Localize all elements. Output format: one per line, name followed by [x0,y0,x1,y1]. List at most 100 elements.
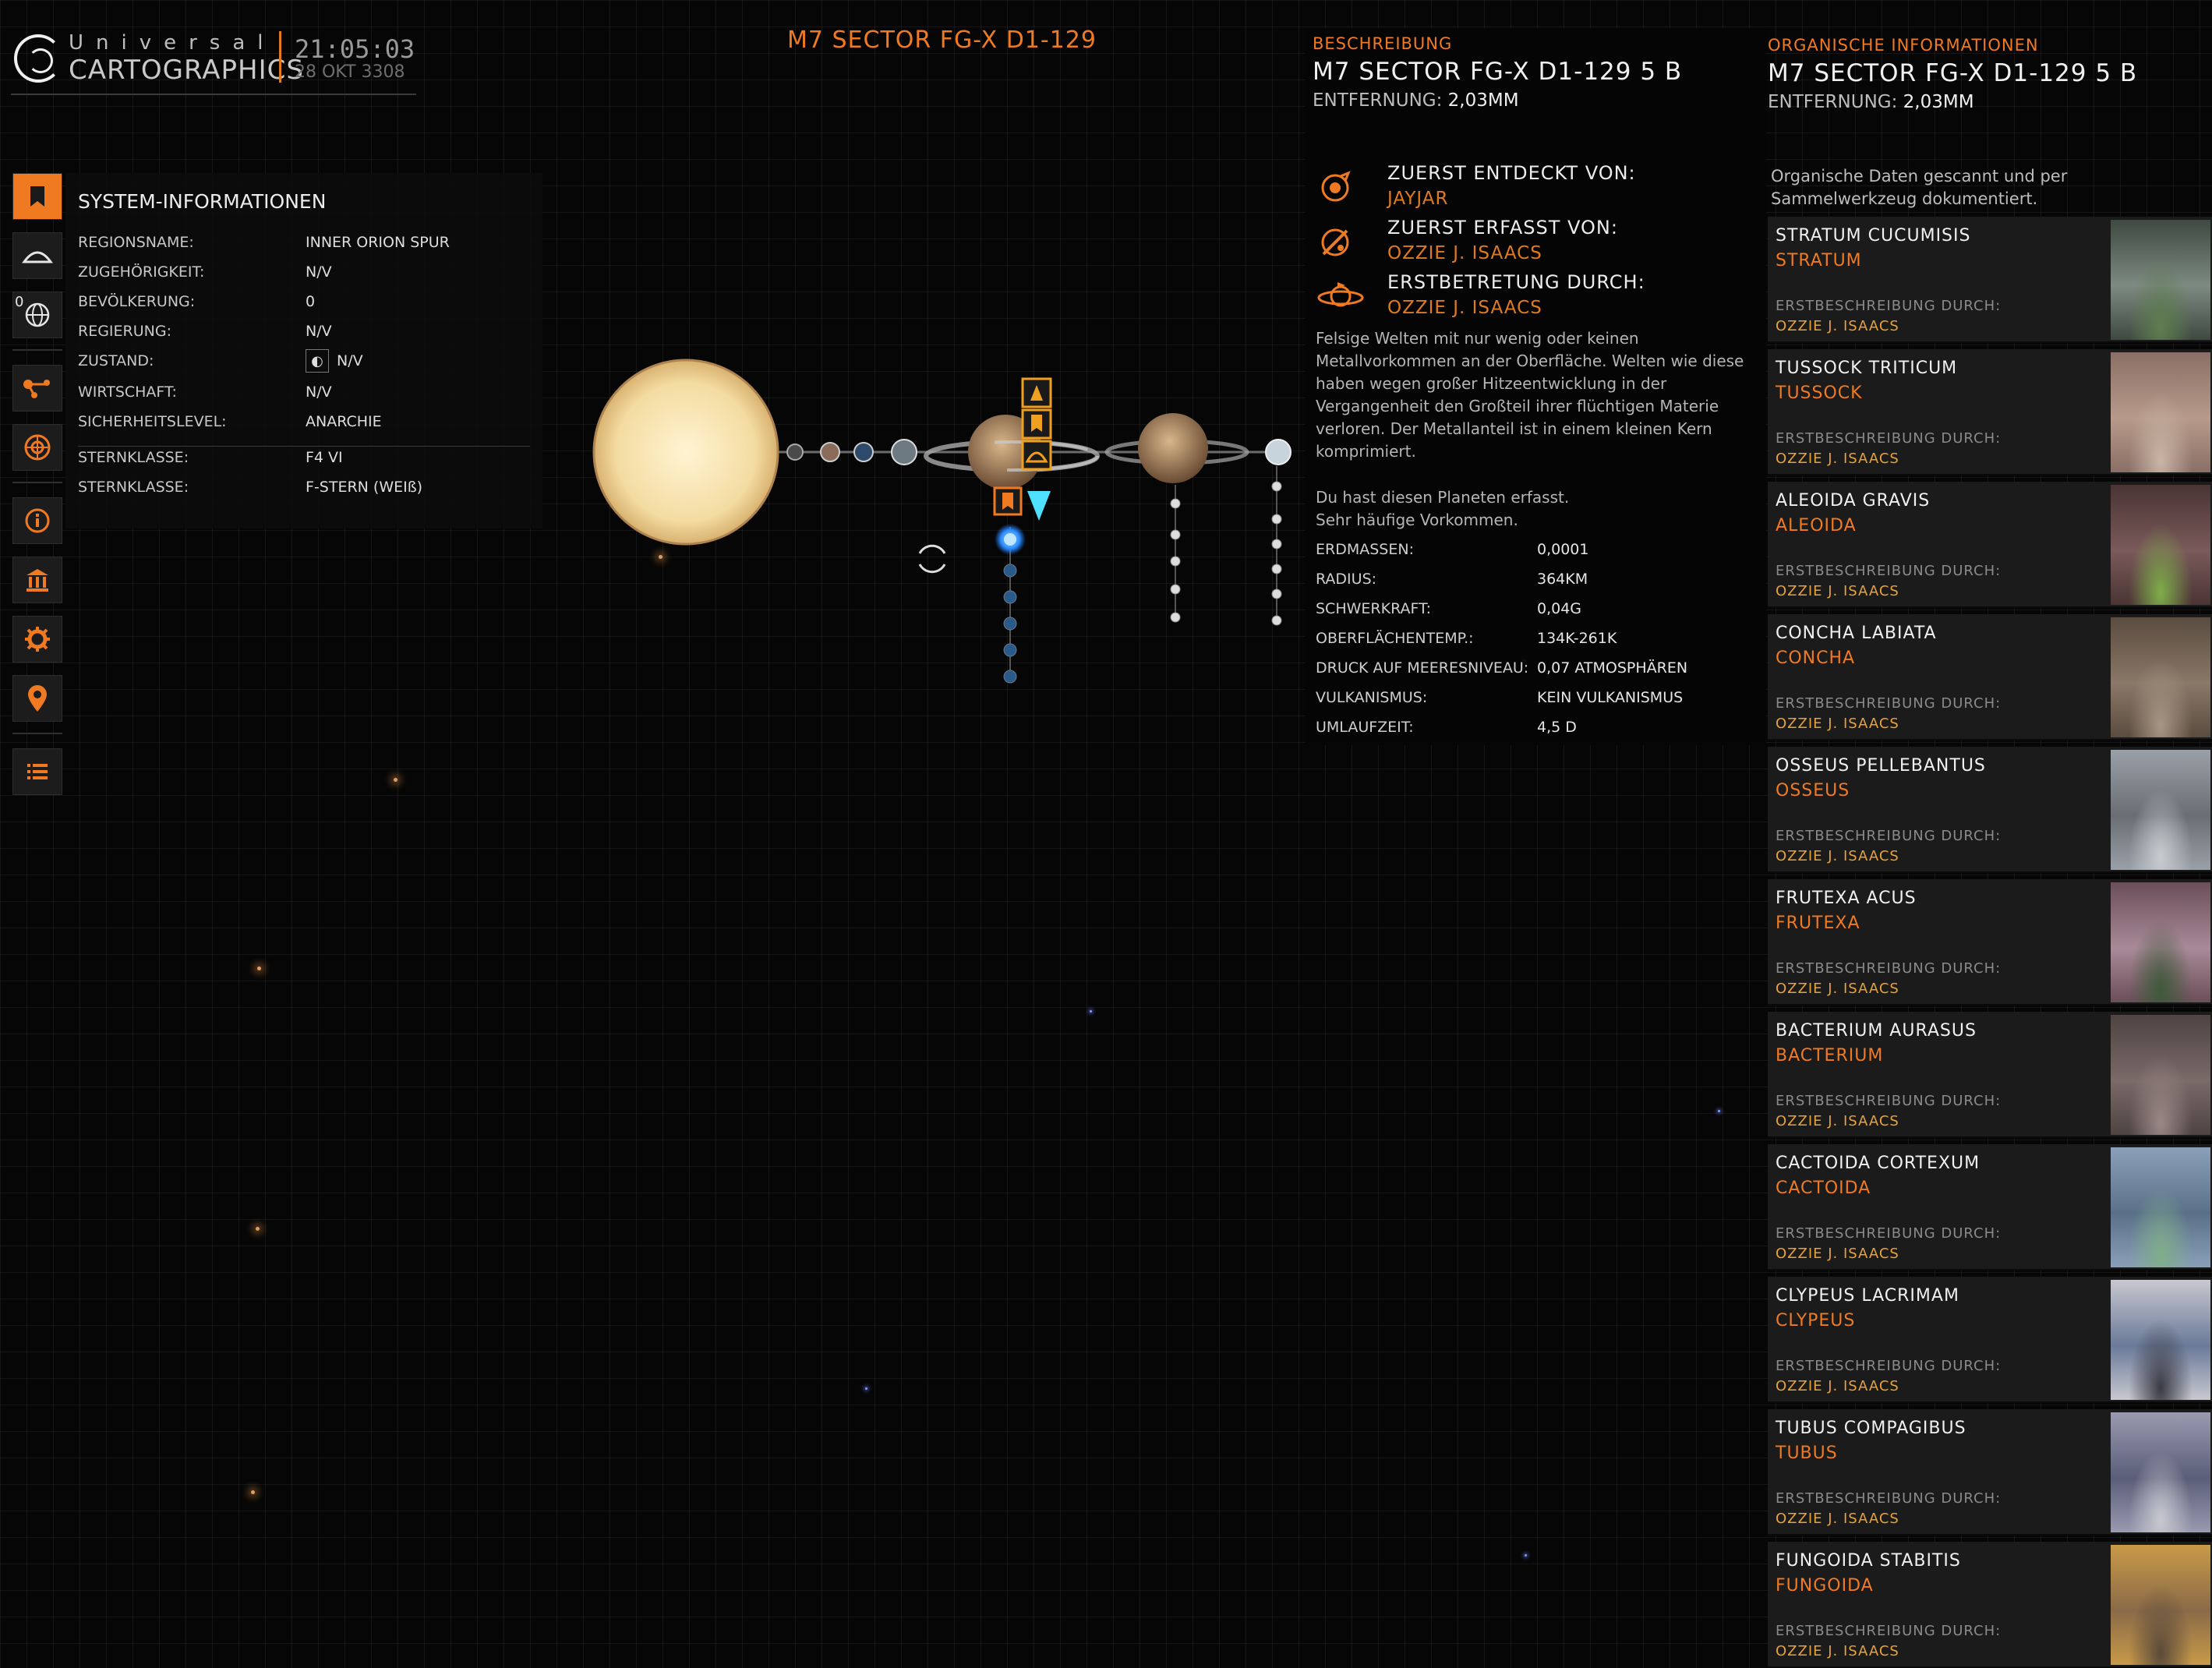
first-description-label: ERSTBESCHREIBUNG DURCH: [1776,1225,2002,1242]
sys-row-key: REGIONSNAME: [78,234,194,251]
first-mapped-row: ZUERST ERFASST VON: OZZIE J. ISAACS [1313,217,1749,268]
species-name: STRATUM CUCUMISIS [1776,226,1971,246]
species-genus: ALEOIDA [1776,516,1857,535]
sys-row-region: REGIONSNAME:INNER ORION SPUR [78,228,530,257]
nav-info-button[interactable] [12,497,62,544]
selected-body-markers[interactable] [993,486,1051,521]
gear-icon [25,627,50,652]
info-icon [25,508,50,533]
first-footfall-row: ERSTBETRETUNG DURCH: OZZIE J. ISAACS [1313,271,1749,323]
planet-2[interactable] [820,442,840,462]
location-pin-icon [28,685,47,712]
system-information-title: SYSTEM-INFORMATIONEN [78,190,327,213]
first-description-label: ERSTBESCHREIBUNG DURCH: [1776,1490,2002,1507]
globe-badge: 0 [15,294,24,310]
sys-row-key: ZUSTAND: [78,352,154,369]
planet-3[interactable] [853,442,874,462]
body-name: M7 SECTOR FG-X D1-129 5 B [1313,58,1683,86]
primary-star[interactable] [592,359,779,546]
planet-6-ringed[interactable] [1104,413,1249,483]
nav-location-button[interactable] [12,675,62,722]
first-description-label: ERSTBESCHREIBUNG DURCH: [1776,1358,2002,1374]
cartographics-logo-icon [14,34,62,83]
species-genus: TUSSOCK [1776,383,1863,403]
sys-row-value: 0 [306,293,316,310]
first-description-commander: OZZIE J. ISAACS [1776,1378,1899,1394]
species-genus: CACTOIDA [1776,1179,1871,1198]
nav-separator [12,733,62,734]
moon-chain-7[interactable] [1271,466,1282,626]
first-description-label: ERSTBESCHREIBUNG DURCH: [1776,298,2002,314]
organic-header: ORGANISCHE INFORMATIONEN M7 SECTOR FG-X … [1768,36,2137,112]
mapped-icon [1321,228,1349,256]
organic-species-card[interactable]: STRATUM CUCUMISIS STRATUM ERSTBESCHREIBUNG… [1768,217,2212,343]
nav-bank-button[interactable] [12,557,62,603]
nav-target-button[interactable] [12,424,62,471]
sys-row-key: REGIERUNG: [78,323,171,340]
distance-label: ENTFERNUNG: [1768,92,1898,112]
bookmark-icon [30,186,44,207]
species-name: FRUTEXA ACUS [1776,889,1917,908]
planet-7[interactable] [1265,439,1292,465]
background-star [659,555,663,559]
nav-list-button[interactable] [12,748,62,795]
nav-bookmark-button[interactable] [12,173,62,220]
first-description-commander: OZZIE J. ISAACS [1776,318,1899,334]
species-thumbnail [2111,1280,2210,1400]
nav-planet-surface-button[interactable] [12,232,62,279]
system-orrery-map[interactable] [577,343,1309,701]
nav-settings-button[interactable] [12,616,62,663]
species-name: FUNGOIDA STABITIS [1776,1551,1961,1571]
poi-markers[interactable] [1021,377,1052,471]
first-mapped-commander: OZZIE J. ISAACS [1387,243,1542,263]
stat-row-pressure: DRUCK AUF MEERESNIVEAU:0,07 ATMOSPHÄREN [1316,653,1752,683]
background-star [865,1387,867,1390]
sys-row-state: ZUSTAND: ◐ N/V [78,346,530,376]
moon-chain-6[interactable] [1170,485,1181,623]
stat-row-volcanism: VULKANISMUS:KEIN VULKANISMUS [1316,683,1752,712]
stat-row-surface-temp: OBERFLÄCHENTEMP.:134K-261K [1316,624,1752,653]
first-mapped-label: ZUERST ERFASST VON: [1387,217,1618,239]
planet-1[interactable] [786,444,804,461]
stat-value: 364KM [1537,571,1588,588]
stat-key: OBERFLÄCHENTEMP.: [1316,630,1474,647]
nav-globe-button[interactable]: 0 [12,292,62,338]
sys-row-value: N/V [306,263,332,281]
nav-route-button[interactable] [12,365,62,412]
species-genus: STRATUM [1776,251,1862,270]
sys-row-population: BEVÖLKERUNG:0 [78,287,530,316]
first-description-commander: OZZIE J. ISAACS [1776,981,1899,997]
sys-row-security: SICHERHEITSLEVEL:ANARCHIE [78,407,530,436]
stat-key: SCHWERKRAFT: [1316,600,1432,617]
background-star [1525,1554,1527,1557]
description-panel: BESCHREIBUNG M7 SECTOR FG-X D1-129 5 B E… [1305,28,1766,745]
planet-4[interactable] [891,439,917,465]
organic-intro-text: Organische Daten gescannt und per Sammel… [1771,167,2068,208]
first-description-commander: OZZIE J. ISAACS [1776,716,1899,732]
state-icon: ◐ [306,349,329,373]
organic-label: ORGANISCHE INFORMATIONEN [1768,36,2039,55]
species-genus: FUNGOIDA [1776,1576,1874,1596]
sys-row-key: STERNKLASSE: [78,449,189,466]
bank-icon [27,569,48,592]
sys-row-government: REGIERUNG:N/V [78,316,530,346]
first-description-label: ERSTBESCHREIBUNG DURCH: [1776,828,2002,844]
nav-separator [12,482,62,483]
first-description-label: ERSTBESCHREIBUNG DURCH: [1776,563,2002,579]
universal-cartographics-header: Universal CARTOGRAPHICS 21:05:03 28 OKT … [11,28,416,95]
species-name: BACTERIUM AURASUS [1776,1021,1977,1041]
first-description-commander: OZZIE J. ISAACS [1776,1246,1899,1262]
background-star [394,778,398,782]
body-scan-note: Du hast diesen Planeten erfasst. Sehr hä… [1316,486,1752,532]
moon-chain-5[interactable] [995,524,1026,684]
